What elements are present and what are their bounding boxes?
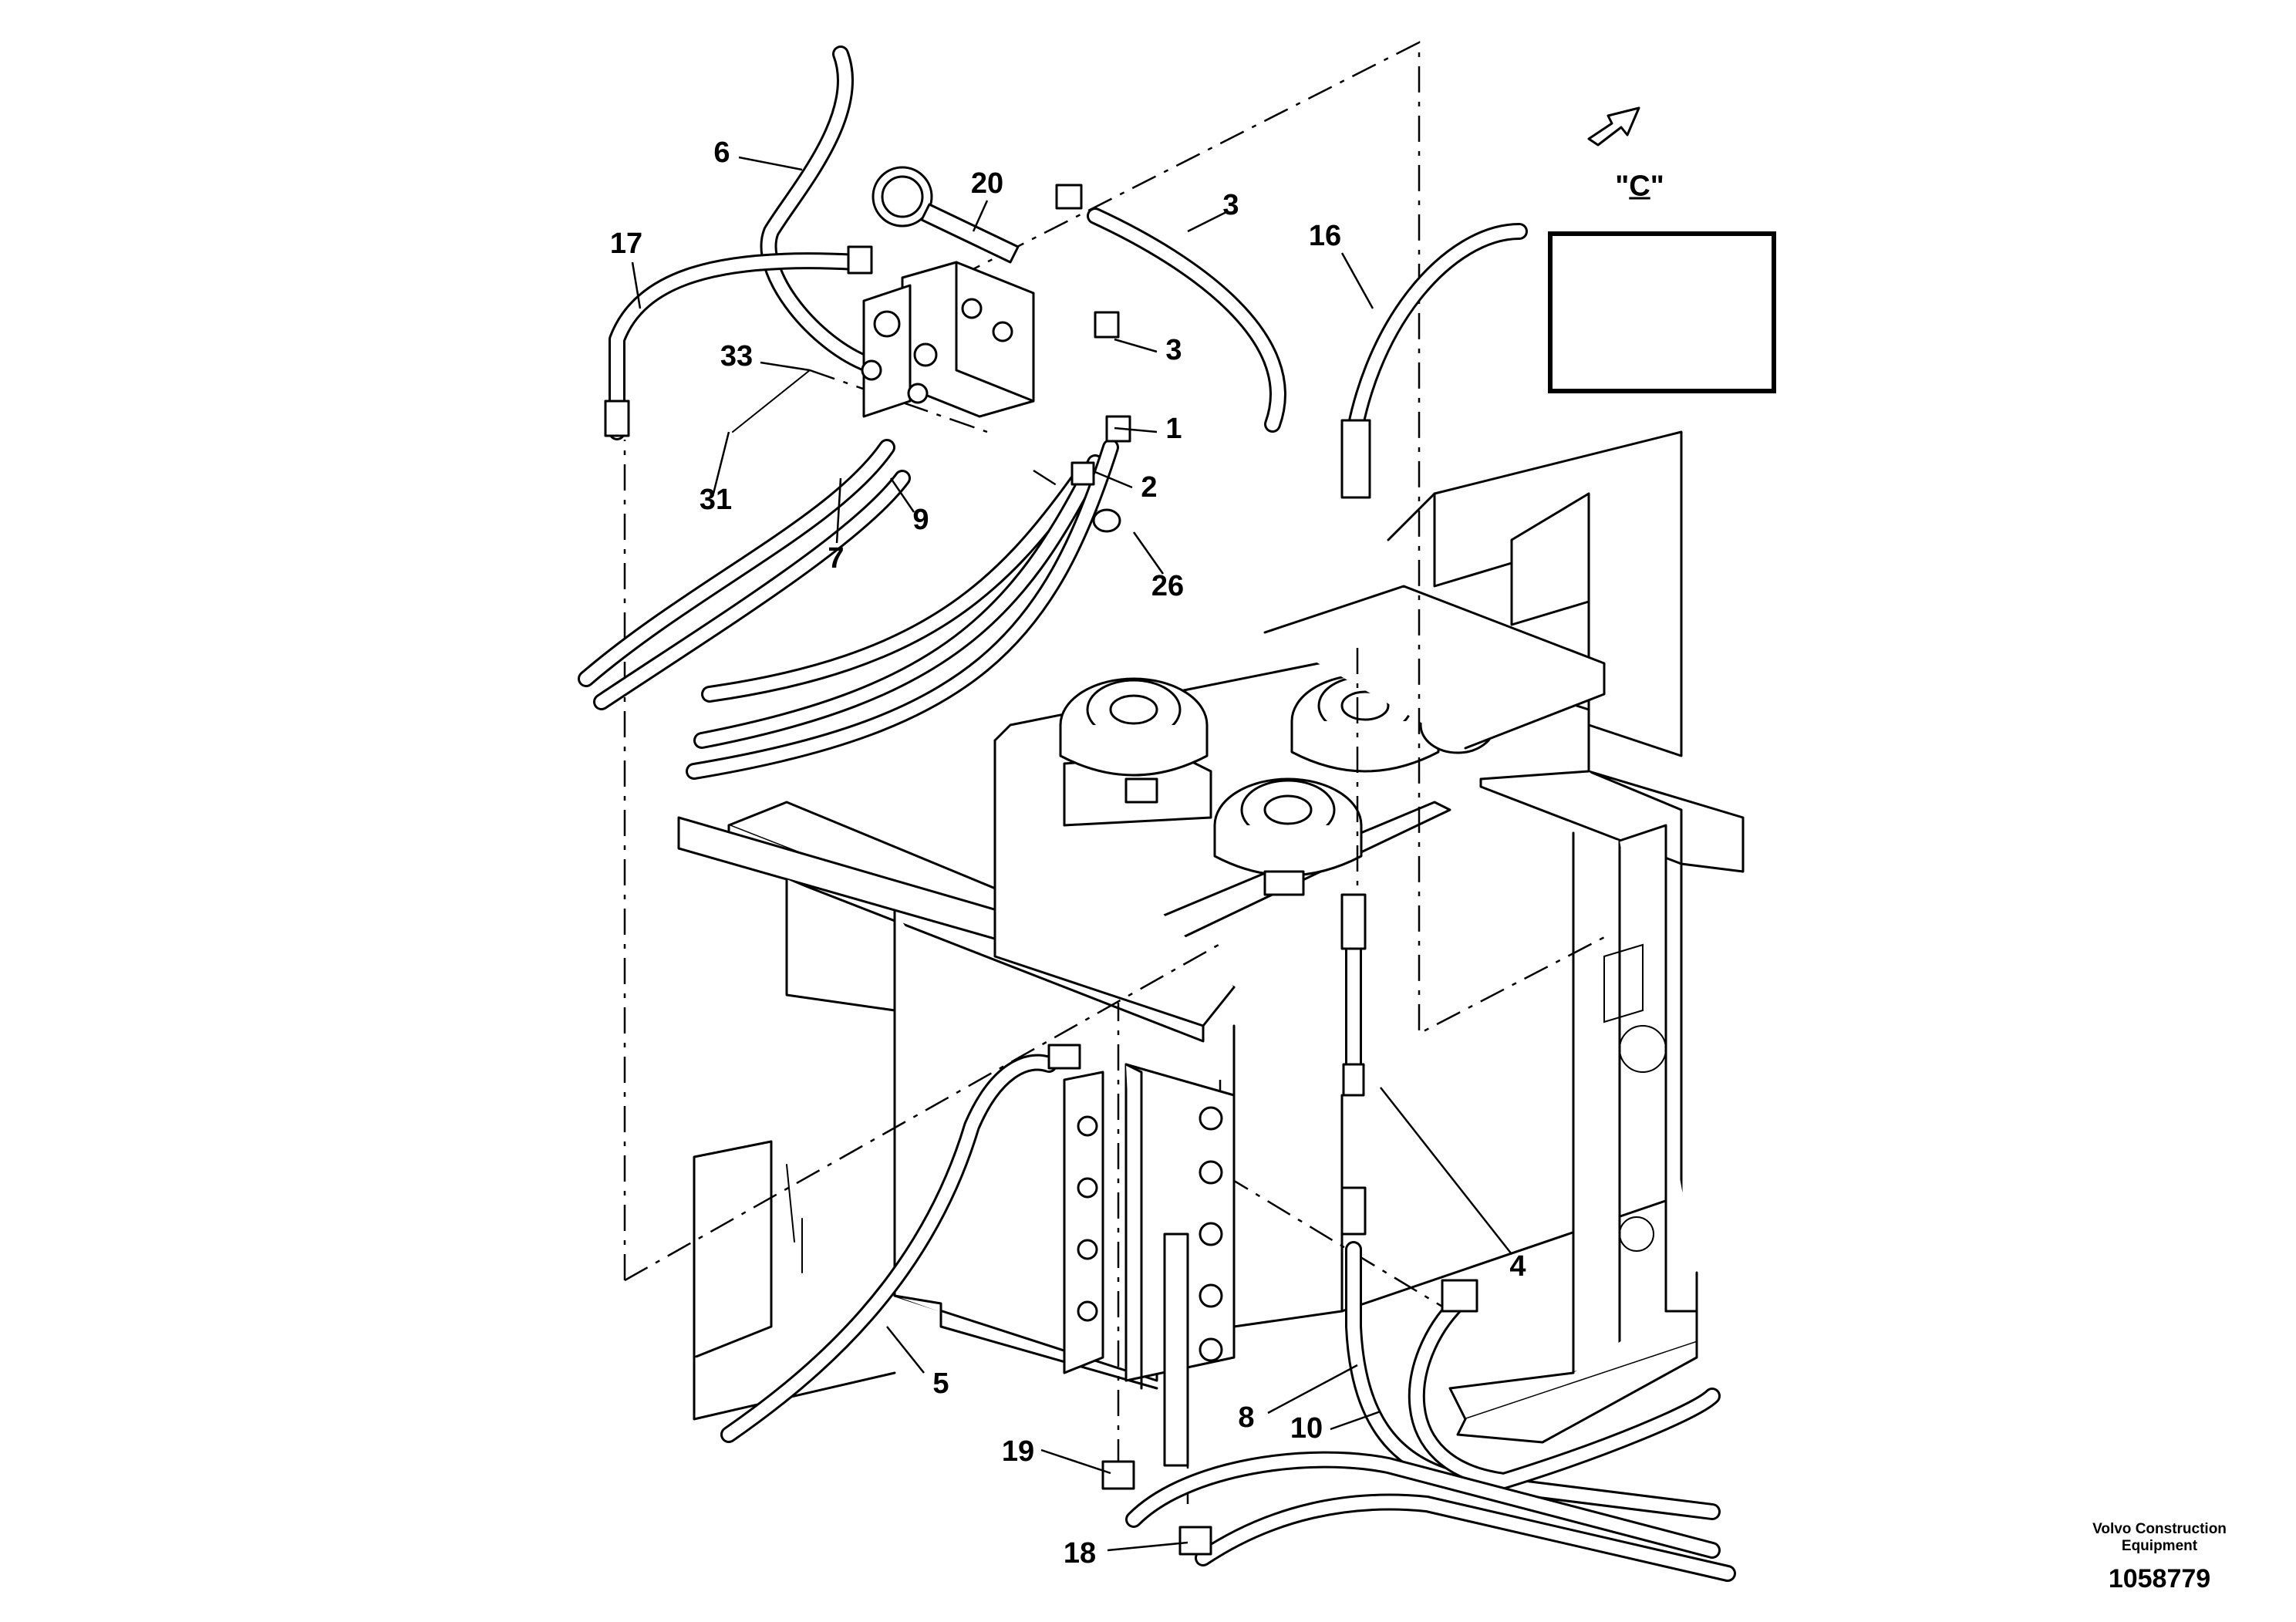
arrow-icon [1587,106,1640,147]
callout-9: 9 [912,504,929,536]
document-number: 1058779 [2108,1564,2211,1593]
callout-20: 20 [970,167,1004,200]
callout-33: 33 [720,340,754,373]
valve-block-upper [732,166,1035,433]
callout-5: 5 [932,1367,949,1400]
leader-lines [631,156,1753,1552]
hoses [578,46,1736,1582]
view-label-letter: C [1629,170,1650,203]
callout-16: 16 [1308,220,1342,252]
view-label-quote-open: " [1615,170,1630,203]
valve-block-lower [1063,1063,1236,1467]
callout-6: 6 [713,137,730,169]
callout-18: 18 [1063,1537,1097,1570]
callout-3: 3 [1222,189,1239,221]
callout-10: 10 [1290,1412,1323,1445]
callout-1: 1 [1165,413,1182,445]
callout-2: 2 [1141,471,1158,504]
callout-31: 31 [699,484,733,516]
view-label-quote-close: " [1650,170,1664,203]
view-label: "C" [1615,170,1664,204]
footer: Volvo Construction Equipment 1058779 [2071,1521,2248,1594]
callout-4: 4 [1509,1250,1526,1283]
callout-7: 7 [828,542,845,575]
pump-assembly [1059,585,1606,896]
callout-8: 8 [1238,1401,1255,1434]
callout-19: 19 [1001,1435,1035,1468]
callout-3: 3 [1165,334,1182,366]
fittings [604,184,1478,1556]
company-name: Volvo Construction Equipment [2092,1521,2227,1554]
detail-inset-frame [1548,231,1776,393]
callout-17: 17 [609,228,643,260]
callout-26: 26 [1151,570,1185,602]
